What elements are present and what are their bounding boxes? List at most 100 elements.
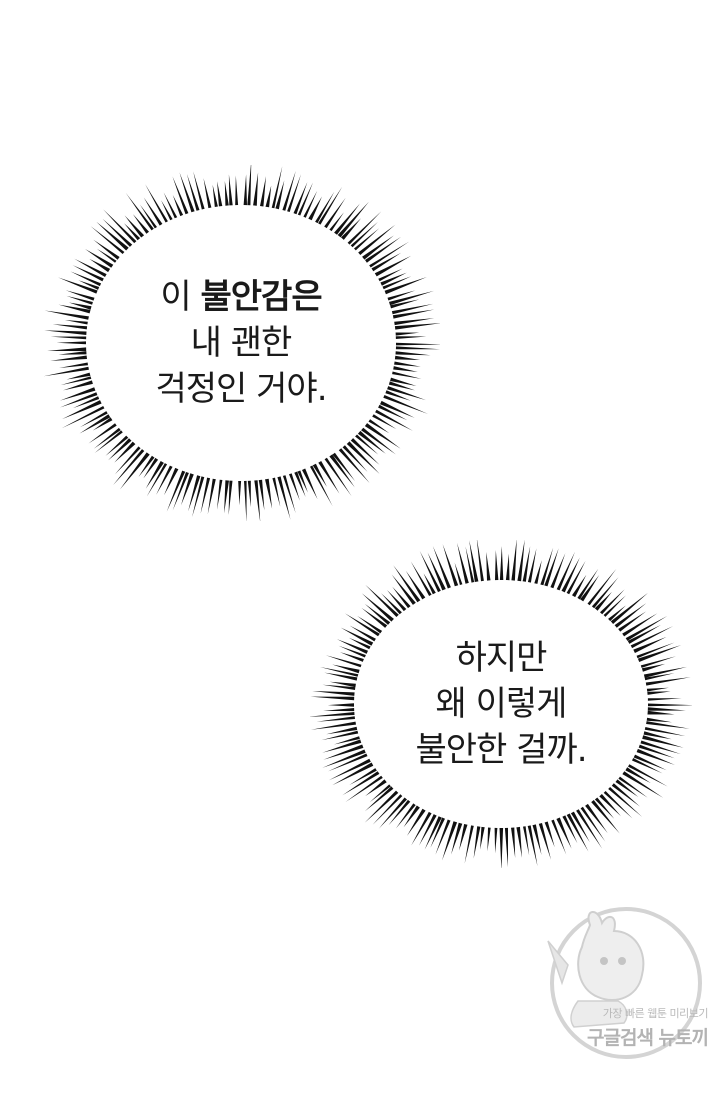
burst-spike bbox=[254, 480, 261, 521]
burst-spike bbox=[88, 423, 117, 444]
burst-spike bbox=[334, 203, 360, 235]
bubble-line-1: 이 불안감은 bbox=[160, 274, 322, 320]
burst-spike bbox=[644, 727, 686, 737]
burst-spike bbox=[389, 290, 434, 306]
burst-spike bbox=[585, 803, 608, 834]
burst-spike bbox=[372, 414, 397, 430]
burst-spike bbox=[303, 190, 318, 218]
burst-spike bbox=[282, 170, 296, 211]
burst-spike bbox=[419, 814, 437, 846]
burst-spike bbox=[646, 717, 672, 723]
burst-spike bbox=[56, 341, 86, 345]
burst-spike bbox=[591, 800, 620, 834]
burst-spike bbox=[364, 790, 399, 823]
burst-spike bbox=[381, 593, 402, 615]
burst-spike bbox=[504, 827, 508, 868]
burst-spike bbox=[217, 479, 223, 510]
bubble-line-2: 왜 이렇게 bbox=[435, 684, 568, 724]
bubble-line-3: 걱정인 거야. bbox=[155, 369, 327, 409]
burst-spike bbox=[164, 467, 179, 496]
burst-spike bbox=[289, 473, 300, 501]
burst-spike bbox=[647, 707, 686, 711]
burst-spike bbox=[459, 824, 468, 851]
burst-spike bbox=[312, 463, 327, 487]
burst-spike bbox=[265, 478, 273, 509]
burst-spike bbox=[186, 174, 200, 211]
burst-spike bbox=[328, 758, 371, 781]
burst-spike bbox=[473, 826, 481, 859]
burst-spike bbox=[93, 239, 120, 260]
bubble-word-emphasis: 불안감은 bbox=[200, 277, 322, 317]
burst-spike bbox=[163, 192, 178, 219]
burst-spike bbox=[648, 703, 692, 707]
burst-spike bbox=[640, 656, 676, 668]
burst-spike bbox=[224, 181, 229, 206]
burst-spike bbox=[577, 568, 599, 600]
burst-spike bbox=[550, 553, 566, 589]
burst-spike bbox=[294, 471, 306, 497]
burst-spike bbox=[361, 607, 388, 628]
burst-spike bbox=[628, 764, 668, 787]
burst-spike bbox=[544, 548, 559, 587]
burst-spike bbox=[388, 381, 415, 391]
burst-spike bbox=[78, 280, 100, 290]
burst-spike bbox=[347, 211, 382, 245]
burst-spike bbox=[390, 299, 420, 309]
burst-spike bbox=[350, 438, 380, 465]
burst-spike bbox=[361, 427, 396, 455]
burst-spike bbox=[614, 603, 647, 628]
burst-spike bbox=[636, 642, 675, 659]
burst-spike bbox=[457, 542, 469, 584]
burst-spike bbox=[637, 645, 682, 662]
burst-spike bbox=[258, 479, 265, 511]
burst-spike bbox=[96, 248, 117, 263]
burst-spike bbox=[114, 446, 141, 475]
thought-burst-bubble: 이 불안감은 내 괜한 걱정인 거야. bbox=[42, 165, 440, 521]
burst-spike bbox=[315, 191, 335, 224]
burst-spike bbox=[349, 768, 377, 785]
burst-spike bbox=[63, 380, 93, 391]
burst-spike bbox=[297, 470, 308, 493]
burst-spike bbox=[181, 473, 194, 506]
burst-spike bbox=[62, 400, 102, 420]
burst-spike bbox=[321, 730, 359, 741]
burst-spike bbox=[383, 395, 429, 414]
burst-spike bbox=[599, 794, 621, 817]
burst-spike bbox=[388, 799, 411, 826]
burst-spike bbox=[302, 468, 318, 500]
burst-spike bbox=[272, 477, 281, 507]
burst-spike bbox=[146, 463, 168, 497]
burst-spike bbox=[327, 703, 354, 707]
burst-spike bbox=[342, 445, 368, 472]
burst-spike bbox=[464, 825, 474, 864]
burst-spike bbox=[603, 791, 633, 819]
burst-spike bbox=[643, 731, 672, 740]
burst-spike bbox=[207, 478, 216, 515]
burst-spike bbox=[59, 362, 88, 368]
burst-spike bbox=[325, 655, 362, 668]
burst-spike bbox=[361, 593, 394, 622]
burst-spike bbox=[125, 192, 154, 231]
burst-spike bbox=[374, 255, 412, 277]
bubble-line-2: 내 괜한 bbox=[190, 323, 293, 363]
burst-spike bbox=[641, 663, 666, 672]
burst-spike bbox=[364, 786, 394, 812]
burst-spike bbox=[247, 480, 251, 507]
burst-spike bbox=[442, 544, 459, 587]
burst-spike bbox=[610, 592, 649, 624]
burst-spike bbox=[345, 775, 383, 802]
burst-spike bbox=[73, 396, 100, 409]
burst-spike bbox=[622, 613, 658, 637]
burst-spike bbox=[333, 736, 360, 745]
burst-spike bbox=[310, 712, 355, 717]
burst-spike bbox=[66, 372, 91, 380]
burst-spike bbox=[633, 754, 667, 771]
burst-spike bbox=[293, 182, 308, 215]
burst-spike bbox=[594, 591, 612, 611]
burst-spike bbox=[358, 224, 396, 255]
burst-spike bbox=[638, 744, 675, 759]
burst-spike bbox=[282, 475, 296, 514]
bubble-word: 이 bbox=[160, 277, 191, 317]
burst-spike bbox=[260, 176, 266, 207]
